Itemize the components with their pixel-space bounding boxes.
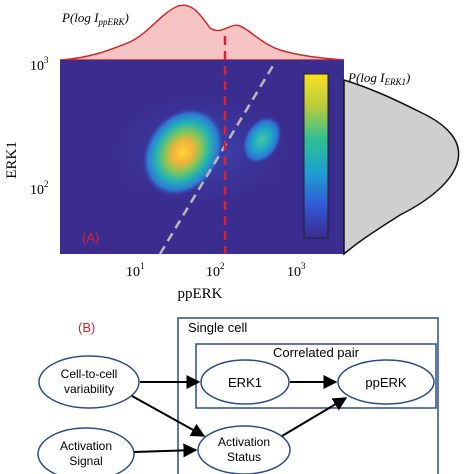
node-pperk [337, 359, 435, 405]
single-cell-label: Single cell [188, 320, 247, 335]
node-activation-status-line2: Status [227, 450, 261, 464]
node-activation-status [197, 425, 291, 474]
single-cell-box [177, 317, 439, 474]
node-cell-variability-line1: Cell-to-cell [61, 367, 118, 381]
panel-b: (B) Single cell Correlated pair Cell-to-… [37, 317, 439, 474]
colorbar [303, 73, 329, 239]
x-axis-label: ppERK [178, 286, 223, 302]
node-erk1-label: ERK1 [228, 375, 262, 390]
y-axis-label: ERK1 [4, 141, 20, 179]
heatmap-second-cluster [241, 115, 283, 165]
heatmap-main-cluster [141, 107, 225, 197]
node-activation-signal-line1: Activation [60, 439, 112, 453]
top-marginal-density [59, 4, 345, 61]
panel-a-letter: (A) [82, 230, 99, 245]
right-marginal-label: P(log IERK1) [347, 70, 410, 87]
y-tick-100: 102 [30, 179, 49, 198]
y-tick-1000: 103 [30, 55, 49, 74]
right-marginal-density [343, 78, 460, 256]
node-activation-signal-line2: Signal [69, 454, 102, 468]
node-erk1 [200, 359, 290, 405]
node-pperk-label: ppERK [365, 375, 407, 390]
arrow-variability-to-status [131, 395, 206, 437]
node-cell-variability [38, 355, 140, 409]
correlated-pair-label: Correlated pair [273, 345, 360, 360]
panel-b-letter: (B) [78, 320, 95, 335]
node-activation-signal [37, 427, 135, 474]
x-tick-10: 101 [126, 261, 145, 280]
node-cell-variability-line2: variability [64, 382, 114, 396]
heatmap: (A) [60, 36, 344, 255]
arrow-signal-to-status [133, 443, 198, 458]
x-tick-100: 102 [206, 261, 225, 280]
top-marginal-label: P(log IppERK) [61, 10, 129, 27]
node-activation-status-line1: Activation [218, 435, 270, 449]
arrow-status-to-pperk [281, 397, 348, 437]
panel-a: P(log IppERK) (A) P(log IERK1) 103 102 E… [4, 4, 460, 302]
x-tick-1000: 103 [287, 261, 306, 280]
diagonal-dashed-line [158, 63, 276, 255]
